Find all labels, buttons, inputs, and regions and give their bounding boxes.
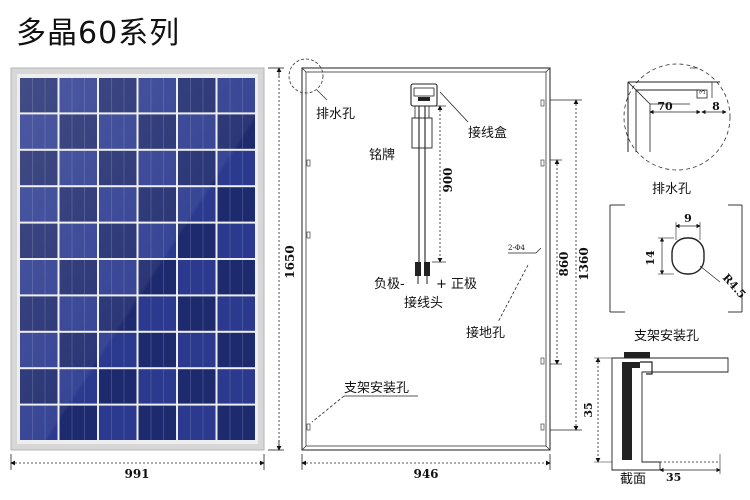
ground-hole-label: 接地孔 [466, 325, 505, 341]
detail-section: 35 35 截面 [582, 352, 729, 487]
mount-hole-marker: 支架安装孔 [311, 381, 418, 423]
nameplate [411, 117, 433, 149]
page-title: 多晶60系列 [16, 16, 181, 51]
front-height-label: 1650 [283, 245, 297, 278]
section-dim-35-height: 35 [582, 402, 595, 417]
detail-drain-hole: 70 8 3 排水孔 [623, 63, 731, 197]
back-panel [301, 67, 551, 451]
drain-dim-3: 3 [699, 90, 707, 94]
cable-assembly: 铭牌 负极- + 正极 接线头 [369, 106, 477, 311]
dim-860-label: 860 [557, 251, 571, 276]
section-dim-35-width: 35 [666, 471, 681, 484]
cable-length-dimension: 900 [432, 105, 455, 263]
dim-1360-label: 1360 [577, 247, 591, 280]
front-height-dimension: 1650 [268, 67, 297, 451]
junction-box: 接线盒 [410, 83, 507, 141]
mount-dim-14: 14 [644, 250, 657, 266]
connector-label: 接线头 [404, 295, 443, 311]
back-width-dimension: 946 [301, 454, 551, 481]
back-width-label: 946 [413, 467, 438, 481]
ground-hole-marker: 2-Φ4 接地孔 [466, 244, 542, 341]
mount-dim-9: 9 [684, 212, 692, 225]
mount-detail-label: 支架安装孔 [634, 329, 699, 344]
mount-radius: R4.5 [720, 271, 749, 301]
back-frame-outer [301, 67, 551, 451]
back-frame-inner [305, 71, 547, 447]
mount-hole-label: 支架安装孔 [344, 381, 409, 396]
positive-label: + 正极 [436, 277, 477, 292]
negative-label: 负极- [374, 277, 405, 292]
drain-dim-8: 8 [712, 100, 720, 113]
section-detail-label: 截面 [620, 472, 646, 487]
front-width-label: 991 [124, 467, 149, 481]
front-panel [10, 67, 265, 451]
panel-sheen [20, 78, 255, 440]
ground-hole-spec: 2-Φ4 [508, 244, 526, 252]
front-width-dimension: 991 [10, 454, 265, 481]
cable-length-label: 900 [441, 167, 455, 192]
hole-spacing-dimensions: 860 1360 [550, 99, 591, 431]
junction-box-label: 接线盒 [468, 125, 507, 141]
drain-detail-label: 排水孔 [652, 182, 691, 197]
drain-hole-label: 排水孔 [316, 107, 355, 122]
nameplate-label: 铭牌 [369, 147, 395, 163]
drain-dim-70: 70 [657, 100, 673, 113]
drain-hole-marker: 排水孔 [288, 58, 355, 122]
detail-mount-hole: 9 14 R4.5 支架安装孔 [609, 204, 749, 344]
